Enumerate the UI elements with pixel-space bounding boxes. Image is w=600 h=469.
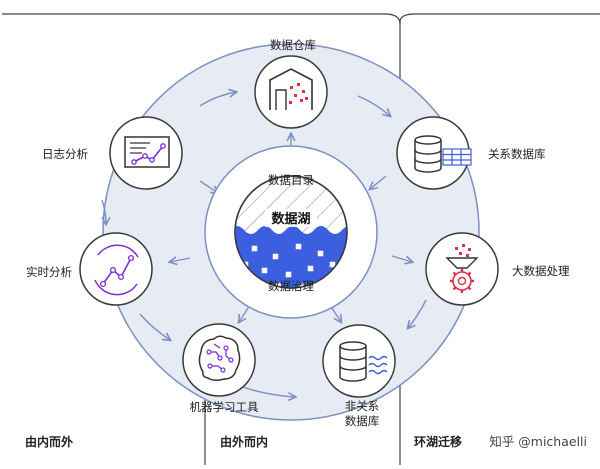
node-log-analysis	[109, 116, 183, 190]
node-ml-tools	[182, 323, 256, 397]
label-nonrelational-db-line1: 非关系	[345, 399, 380, 413]
label-realtime-analysis: 实时分析	[26, 265, 72, 279]
brain-circuit-icon	[198, 335, 241, 382]
label-ml-tools: 机器学习工具	[190, 400, 259, 414]
label-log-analysis: 日志分析	[42, 147, 88, 161]
label-data-warehouse: 数据仓库	[270, 38, 316, 52]
node-realtime-analysis	[79, 232, 153, 306]
watermark: 知乎 @michaelli	[489, 434, 587, 449]
node-relational-db	[396, 116, 472, 190]
label-relational-db: 关系数据库	[488, 147, 546, 161]
core-bottom-label: 数据治理	[268, 279, 314, 293]
core-center-label: 数据湖	[271, 211, 310, 227]
log-analysis-icon	[124, 136, 170, 168]
warehouse-icon	[269, 68, 313, 110]
section-label-around-lake: 环湖迁移	[414, 434, 462, 449]
node-nonrelational-db	[322, 324, 396, 398]
realtime-chart-icon	[94, 244, 139, 296]
flow-arrows	[101, 92, 427, 397]
node-big-data	[425, 232, 499, 306]
relational-database-icon	[414, 135, 472, 173]
big-data-gear-icon	[445, 244, 479, 293]
label-nonrelational-db-line2: 数据库	[345, 414, 380, 428]
section-label-inside-out: 由内而外	[25, 434, 73, 449]
node-data-warehouse	[254, 55, 328, 129]
core-top-label: 数据目录	[268, 173, 314, 187]
label-big-data: 大数据处理	[512, 264, 570, 278]
section-label-outside-in: 由外而内	[220, 434, 268, 449]
data-lake-core	[204, 145, 378, 319]
nosql-database-icon	[339, 341, 388, 382]
